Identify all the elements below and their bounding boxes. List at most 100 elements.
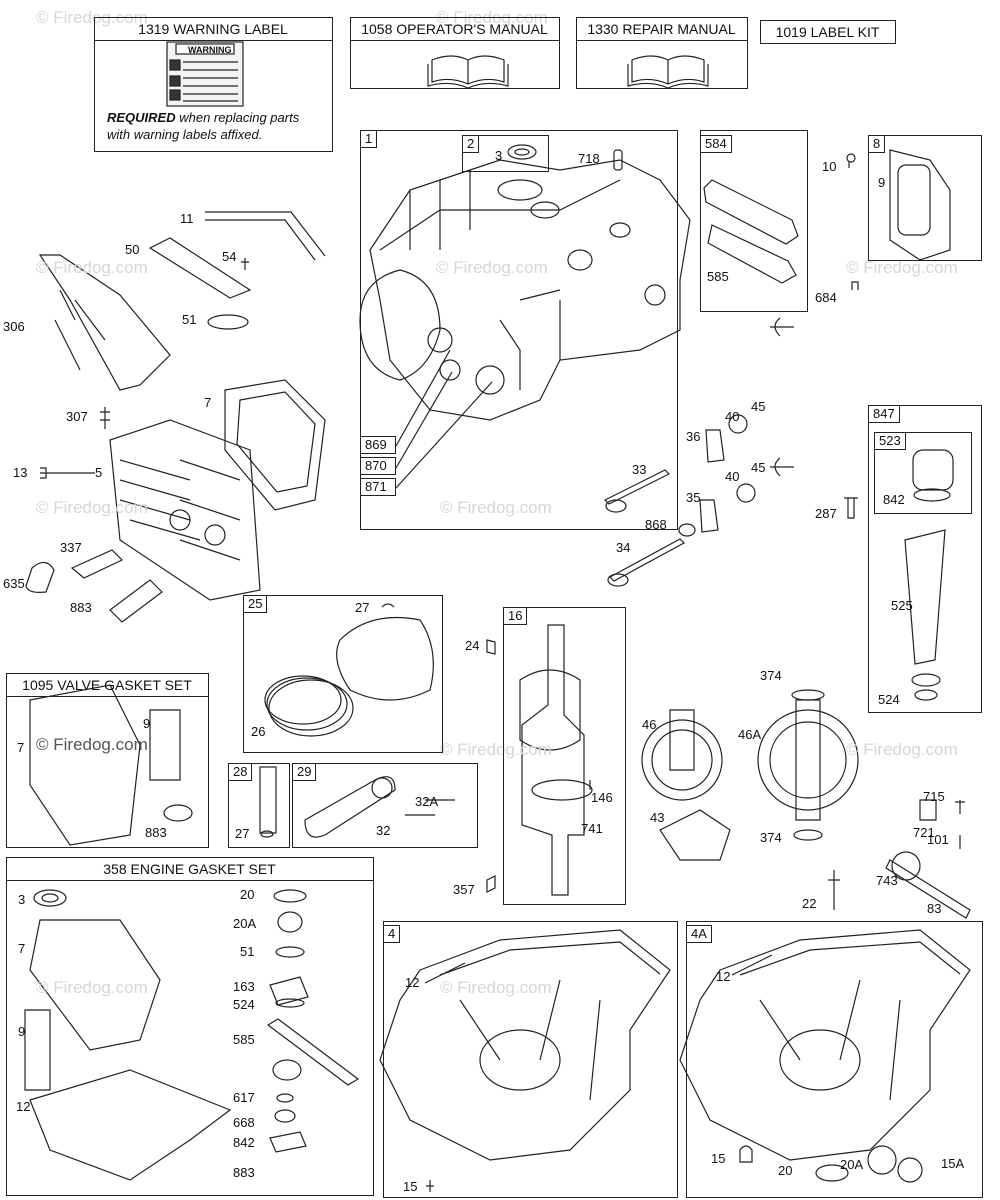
part-label[interactable]: 101 <box>927 832 949 847</box>
part-label[interactable]: 32 <box>376 823 391 838</box>
group-tag-2[interactable]: 2 <box>462 135 480 153</box>
part-label[interactable]: 7 <box>17 740 25 755</box>
group-tag-1[interactable]: 1 <box>360 130 378 148</box>
part-label[interactable]: 12 <box>16 1099 31 1114</box>
part-label[interactable]: 715 <box>923 789 945 804</box>
part-label[interactable]: 883 <box>145 825 167 840</box>
part-label[interactable]: 721 <box>913 825 935 840</box>
part-label[interactable]: 868 <box>645 517 667 532</box>
part-label[interactable]: 842 <box>233 1135 255 1150</box>
part-label[interactable]: 40 <box>725 469 740 484</box>
part-label[interactable]: 13 <box>13 465 28 480</box>
part-label[interactable]: 22 <box>802 896 817 911</box>
part-label[interactable]: 5 <box>95 465 103 480</box>
part-label[interactable]: 45 <box>751 460 766 475</box>
repair-manual-title: 1330 REPAIR MANUAL <box>587 21 736 37</box>
group-tag-870[interactable]: 870 <box>360 457 396 475</box>
part-label[interactable]: 45 <box>751 399 766 414</box>
group-tag-847[interactable]: 847 <box>868 405 900 423</box>
part-label[interactable]: 20 <box>778 1163 793 1178</box>
part-label[interactable]: 7 <box>204 395 212 410</box>
part-label[interactable]: 51 <box>240 944 255 959</box>
part-label[interactable]: 33 <box>632 462 647 477</box>
watermark: © Firedog.com <box>36 258 148 277</box>
part-label[interactable]: 883 <box>70 600 92 615</box>
part-label[interactable]: 35 <box>686 490 701 505</box>
part-label[interactable]: 32A <box>415 794 439 809</box>
part-label[interactable]: 27 <box>355 600 370 615</box>
part-label[interactable]: 3 <box>18 892 26 907</box>
part-label[interactable]: 26 <box>251 724 266 739</box>
part-label[interactable]: 743 <box>876 873 898 888</box>
part-label[interactable]: 9 <box>18 1024 26 1039</box>
group-tag-871[interactable]: 871 <box>360 478 396 496</box>
part-label[interactable]: 10 <box>822 159 837 174</box>
part-label[interactable]: 883 <box>233 1165 255 1180</box>
part-label[interactable]: 34 <box>616 540 631 555</box>
part-label[interactable]: 7 <box>18 941 26 956</box>
part-label[interactable]: 12 <box>405 975 420 990</box>
part-label[interactable]: 15A <box>941 1156 965 1171</box>
part-label[interactable]: 718 <box>578 151 600 166</box>
part-label[interactable]: 524 <box>233 997 255 1012</box>
warning-note-line1: REQUIRED when replacing parts <box>107 109 299 126</box>
part-label[interactable]: 617 <box>233 1090 255 1105</box>
part-label[interactable]: 27 <box>235 826 250 841</box>
valve-gasket-set-title[interactable]: 1095 VALVE GASKET SET <box>22 677 192 693</box>
part-label[interactable]: 684 <box>815 290 837 305</box>
part-label[interactable]: 43 <box>650 810 665 825</box>
part-label[interactable]: 374 <box>760 830 782 845</box>
part-label[interactable]: 24 <box>465 638 480 653</box>
part-label[interactable]: 12 <box>716 969 731 984</box>
part-label[interactable]: 50 <box>125 242 140 257</box>
part-label[interactable]: 20A <box>840 1157 864 1172</box>
part-label[interactable]: 306 <box>3 319 25 334</box>
part-label[interactable]: 337 <box>60 540 82 555</box>
part-label[interactable]: 46 <box>642 717 657 732</box>
part-label[interactable]: 15 <box>711 1151 726 1166</box>
part-label[interactable]: 46A <box>738 727 762 742</box>
part-label[interactable]: 11 <box>180 211 194 226</box>
group-tag-8[interactable]: 8 <box>868 135 886 153</box>
part-label[interactable]: 635 <box>3 576 25 591</box>
part-label[interactable]: 357 <box>453 882 475 897</box>
group-tag-29[interactable]: 29 <box>292 763 317 781</box>
part-label[interactable]: 54 <box>222 249 237 264</box>
engine-gasket-set-box <box>6 857 374 1196</box>
watermark: © Firedog.com <box>36 8 148 27</box>
part-label[interactable]: 3 <box>495 148 503 163</box>
part-label[interactable]: 40 <box>725 409 740 424</box>
part-label[interactable]: 668 <box>233 1115 255 1130</box>
group-tag-4[interactable]: 4 <box>383 925 401 943</box>
engine-gasket-set-title[interactable]: 358 ENGINE GASKET SET <box>103 861 276 877</box>
part-label[interactable]: 20A <box>233 916 257 931</box>
part-label[interactable]: 15 <box>403 1179 418 1194</box>
group-tag-16[interactable]: 16 <box>503 607 528 625</box>
group-tag-28[interactable]: 28 <box>228 763 253 781</box>
part-label[interactable]: 307 <box>66 409 88 424</box>
part-label[interactable]: 287 <box>815 506 837 521</box>
part-label[interactable]: 146 <box>591 790 613 805</box>
part-label[interactable]: 163 <box>233 979 255 994</box>
group-tag-523[interactable]: 523 <box>874 432 906 450</box>
group-tag-25[interactable]: 25 <box>243 595 268 613</box>
part-label[interactable]: 51 <box>182 312 197 327</box>
part-label[interactable]: 524 <box>878 692 900 707</box>
part-label[interactable]: 585 <box>233 1032 255 1047</box>
part-label[interactable]: 20 <box>240 887 255 902</box>
repair-manual-title-bar <box>576 17 748 41</box>
part-label[interactable]: 83 <box>927 901 942 916</box>
part-label[interactable]: 741 <box>581 821 603 836</box>
group-tag-869[interactable]: 869 <box>360 436 396 454</box>
part-label[interactable]: 585 <box>707 269 729 284</box>
operators-manual-title: 1058 OPERATOR'S MANUAL <box>361 21 548 37</box>
part-label[interactable]: 842 <box>883 492 905 507</box>
part-label[interactable]: 525 <box>891 598 913 613</box>
group-tag-4a[interactable]: 4A <box>686 925 712 943</box>
part-label[interactable]: 374 <box>760 668 782 683</box>
part-label[interactable]: 9 <box>143 716 151 731</box>
part-label[interactable]: 36 <box>686 429 701 444</box>
group-tag-584[interactable]: 584 <box>700 135 732 153</box>
part-label[interactable]: 9 <box>878 175 886 190</box>
